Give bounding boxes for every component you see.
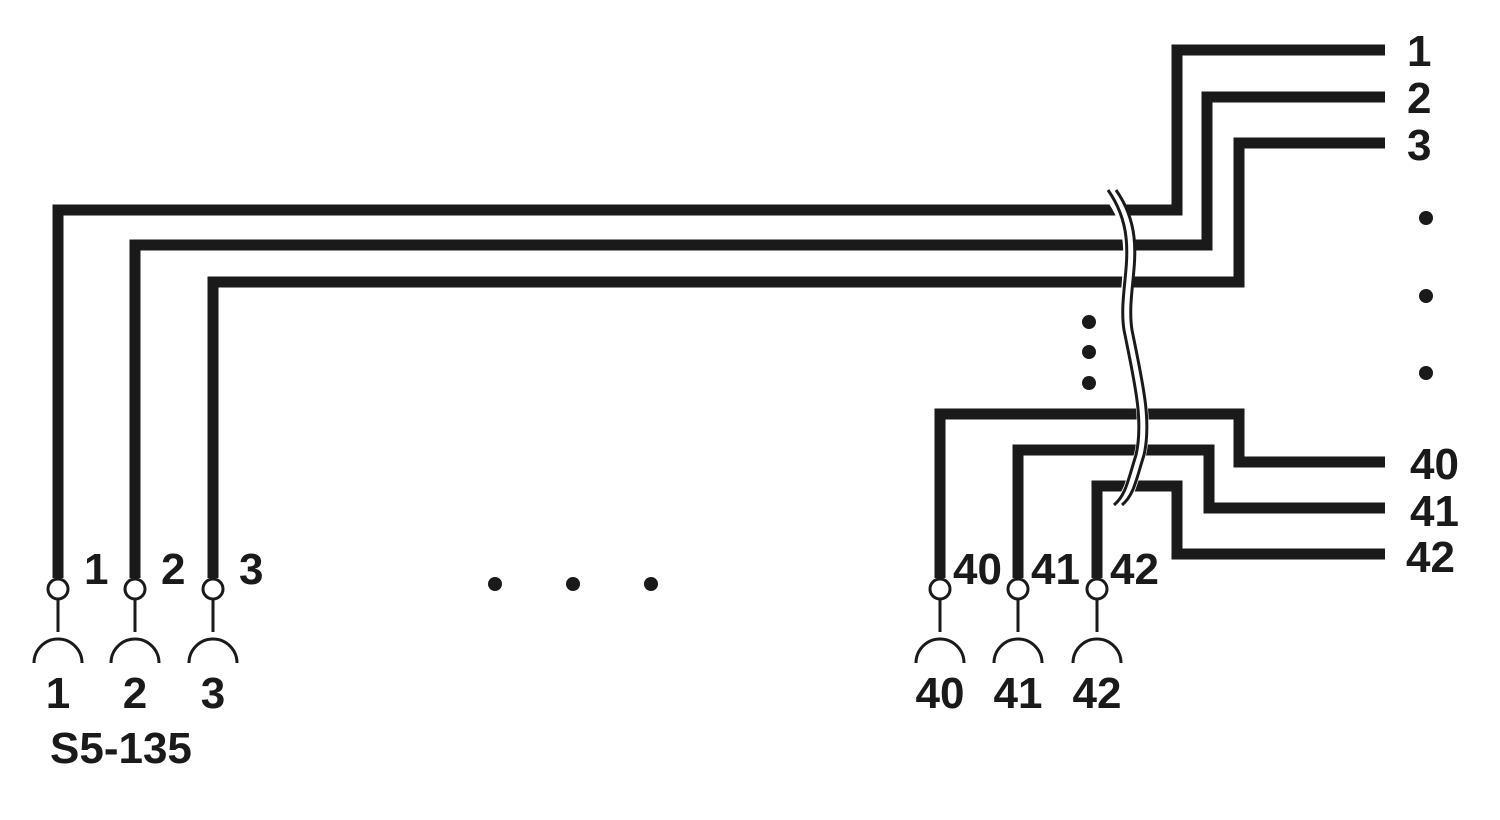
pin-3 (187, 577, 239, 664)
output-label-40: 40 (1410, 440, 1459, 489)
pin-label-41: 41 (1031, 545, 1080, 594)
wire-40 (934, 408, 1385, 578)
pin-2 (109, 577, 161, 664)
pin-label-1: 1 (84, 545, 108, 594)
output-label-1: 1 (1407, 27, 1431, 76)
wire-1 (52, 44, 1385, 578)
output-label-2: 2 (1407, 74, 1431, 123)
pin-42 (1071, 577, 1123, 664)
wire-2 (129, 91, 1385, 578)
ellipsis-dots-vertical-middle (1082, 315, 1096, 390)
pin-sublabel-42: 42 (1073, 669, 1122, 718)
pin-sublabel-2: 2 (123, 669, 147, 718)
pin-40 (914, 577, 966, 664)
cable-break-symbol (1105, 189, 1149, 510)
pin-label-42: 42 (1110, 545, 1159, 594)
pin-sublabel-40: 40 (916, 669, 965, 718)
pin-1 (32, 577, 84, 664)
output-label-42: 42 (1406, 533, 1455, 582)
pin-41 (992, 577, 1044, 664)
connector-label: S5-135 (50, 724, 192, 773)
output-label-41: 41 (1410, 487, 1459, 536)
pin-label-2: 2 (161, 545, 185, 594)
wire-42 (1091, 480, 1385, 578)
pin-sublabel-41: 41 (994, 669, 1043, 718)
wire-3 (207, 137, 1385, 578)
ellipsis-dots-vertical-right (1419, 211, 1433, 380)
pin-sublabel-3: 3 (201, 669, 225, 718)
output-label-3: 3 (1407, 121, 1431, 170)
pin-sublabel-1: 1 (46, 669, 70, 718)
ellipsis-dots-horizontal (488, 577, 658, 591)
pin-label-3: 3 (239, 545, 263, 594)
wire-41 (1012, 444, 1385, 578)
pin-label-40: 40 (953, 545, 1002, 594)
